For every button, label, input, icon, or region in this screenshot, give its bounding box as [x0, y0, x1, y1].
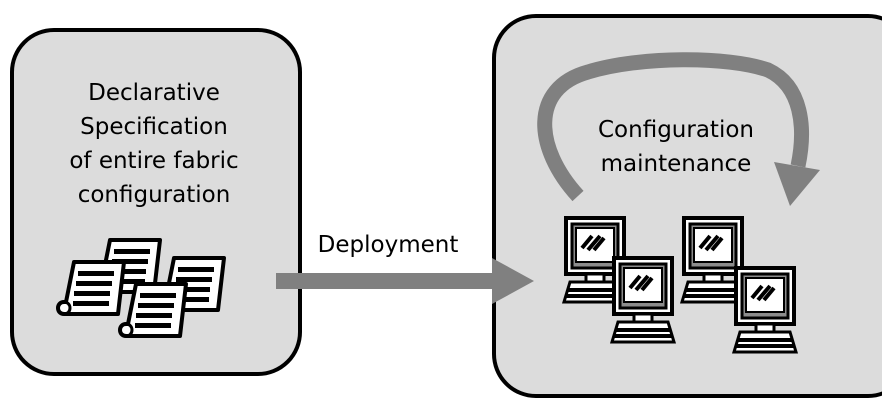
maintenance-text: Configuration maintenance	[598, 117, 754, 177]
computer-workstation-icon	[562, 216, 798, 354]
right-arrow-icon	[276, 258, 534, 304]
deployment-label: Deployment	[317, 232, 459, 258]
documents-stack-icon	[56, 238, 226, 338]
diagram-graphics	[56, 52, 820, 354]
curved-loop-arrow-icon	[537, 52, 820, 206]
maintenance-panel	[492, 14, 882, 398]
fabric-configuration-diagram: Declarative Specification of entire fabr…	[10, 14, 882, 398]
specification-text: Declarative Specification of entire fabr…	[69, 80, 239, 208]
